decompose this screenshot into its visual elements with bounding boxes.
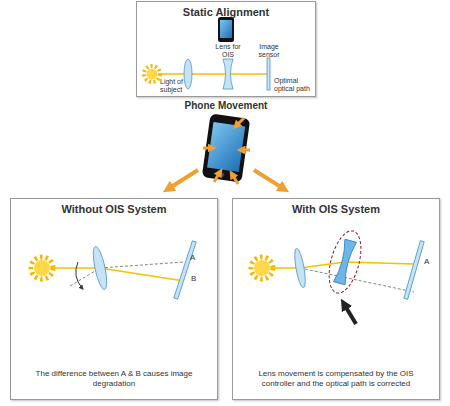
sun bbox=[31, 257, 53, 279]
sun bbox=[144, 66, 160, 82]
compensation-arrow bbox=[344, 304, 356, 324]
image-sensor bbox=[267, 58, 270, 90]
panel-title: With OIS System bbox=[233, 203, 439, 215]
convex-lens bbox=[91, 245, 110, 290]
tilt-arrow bbox=[76, 262, 82, 288]
part-label: Optimal optical path bbox=[274, 77, 314, 93]
panel-ground bbox=[232, 198, 440, 400]
branch-arrows bbox=[168, 170, 284, 189]
image-sensor bbox=[174, 241, 196, 299]
motion-arrows bbox=[203, 118, 250, 184]
convex-lens bbox=[293, 248, 308, 289]
small-phone bbox=[218, 17, 234, 42]
panel-box: Without OIS SystemThe difference between… bbox=[10, 198, 218, 400]
optical-path bbox=[158, 73, 268, 75]
point-label: B bbox=[191, 274, 201, 283]
point-label: A bbox=[424, 257, 434, 266]
phone bbox=[202, 114, 251, 183]
panel-caption: The difference between A & B causes imag… bbox=[23, 369, 205, 389]
panel-caption: Lens movement is compensated by the OIS … bbox=[245, 369, 427, 389]
panel-title: Without OIS System bbox=[11, 203, 217, 215]
panel-ground bbox=[10, 198, 218, 400]
panel-title: Static Alignment bbox=[137, 6, 315, 18]
optical-path bbox=[54, 268, 184, 281]
point-label: A bbox=[190, 253, 200, 262]
part-label: Phone Movement bbox=[140, 100, 312, 112]
sun bbox=[251, 257, 273, 279]
panel-box: With OIS SystemLens movement is compensa… bbox=[232, 198, 440, 400]
part-label: Image sensor bbox=[250, 43, 288, 59]
ois-lens bbox=[223, 59, 233, 89]
image-sensor bbox=[404, 241, 424, 300]
panel-ground bbox=[136, 1, 316, 97]
part-label: Light of subject bbox=[160, 78, 194, 94]
part-label: Lens for OIS bbox=[209, 43, 247, 59]
original-axis bbox=[70, 262, 184, 286]
convex-lens bbox=[184, 59, 192, 89]
ois-lens bbox=[323, 227, 367, 296]
